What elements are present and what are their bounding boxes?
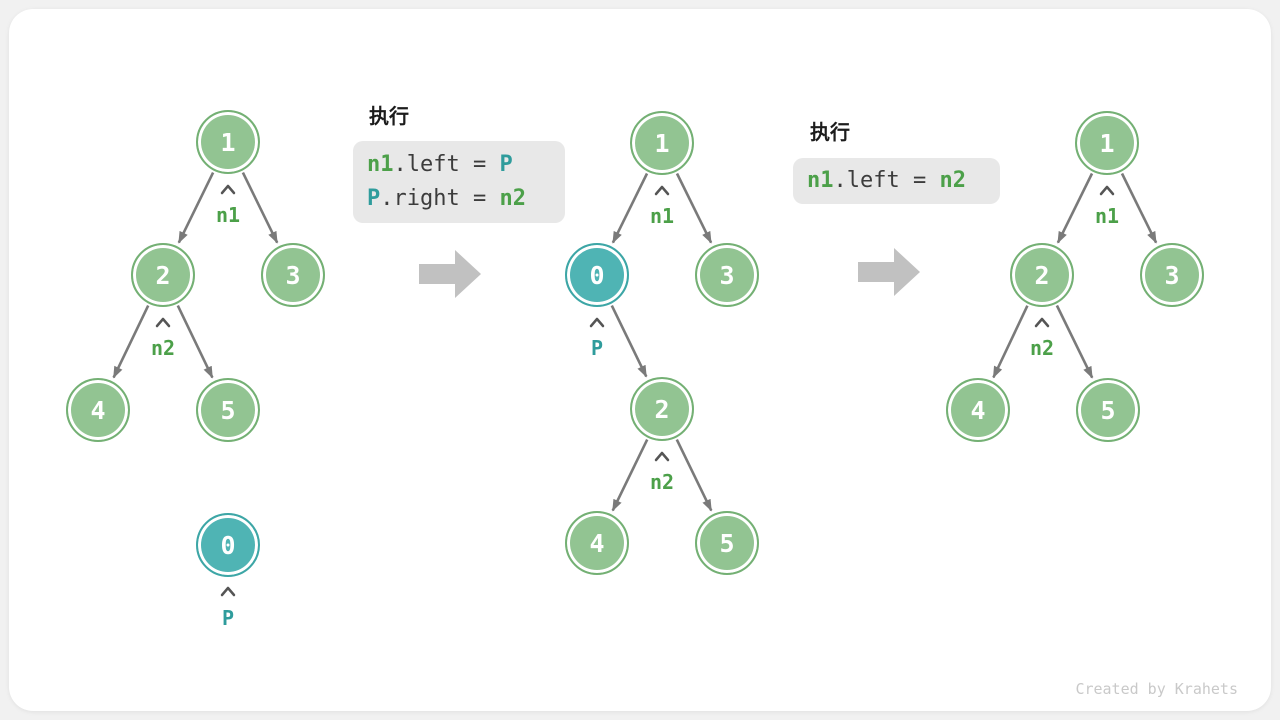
code-token: n2 [939, 168, 966, 193]
pointer-up-icon [155, 317, 171, 328]
pointer-up-icon [654, 185, 670, 196]
code-token: .left = [393, 152, 500, 177]
pointer-up-icon [654, 451, 670, 462]
t3-node-1: 1 [1075, 111, 1139, 175]
t3-node-5: 5 [1076, 378, 1140, 442]
t1-label-n1: n1 [215, 203, 241, 227]
pointer-up-icon [1099, 185, 1115, 196]
code-token: .left = [833, 168, 940, 193]
t3-label-n2: n2 [1029, 336, 1055, 360]
t2-node-0: 0 [565, 243, 629, 307]
t1-label-p: P [221, 606, 235, 630]
t2-node-3: 3 [695, 243, 759, 307]
code-token: P [367, 186, 381, 211]
pointer-up-icon [220, 586, 236, 597]
t2-label-p: P [590, 336, 604, 360]
t1-node-0: 0 [196, 513, 260, 577]
t1-node-5: 5 [196, 378, 260, 442]
t1-node-3: 3 [261, 243, 325, 307]
exec-title-1: 执行 [369, 106, 409, 128]
t3-node-4: 4 [946, 378, 1010, 442]
code-block-2: n1.left = n2 [793, 158, 1000, 204]
t2-node-4: 4 [565, 511, 629, 575]
t2-node-5: 5 [695, 511, 759, 575]
t2-label-n1: n1 [649, 204, 675, 228]
code-token: n1 [367, 152, 394, 177]
code-token: n1 [807, 168, 834, 193]
diagram-card [9, 9, 1271, 711]
code-token: .right = [380, 186, 500, 211]
t3-node-2: 2 [1010, 243, 1074, 307]
t3-node-3: 3 [1140, 243, 1204, 307]
pointer-up-icon [1034, 317, 1050, 328]
pointer-up-icon [220, 184, 236, 195]
credit-text: Created by Krahets [1075, 680, 1238, 698]
arrow-right-icon [858, 248, 920, 296]
t1-node-2: 2 [131, 243, 195, 307]
code-token: n2 [499, 186, 526, 211]
t1-node-1: 1 [196, 110, 260, 174]
pointer-up-icon [589, 317, 605, 328]
exec-title-2: 执行 [810, 122, 850, 144]
arrow-right-icon [419, 250, 481, 298]
t3-label-n1: n1 [1094, 204, 1120, 228]
t2-label-n2: n2 [649, 470, 675, 494]
t1-node-4: 4 [66, 378, 130, 442]
t2-node-1: 1 [630, 111, 694, 175]
t2-node-2: 2 [630, 377, 694, 441]
code-token: P [499, 152, 513, 177]
t1-label-n2: n2 [150, 336, 176, 360]
